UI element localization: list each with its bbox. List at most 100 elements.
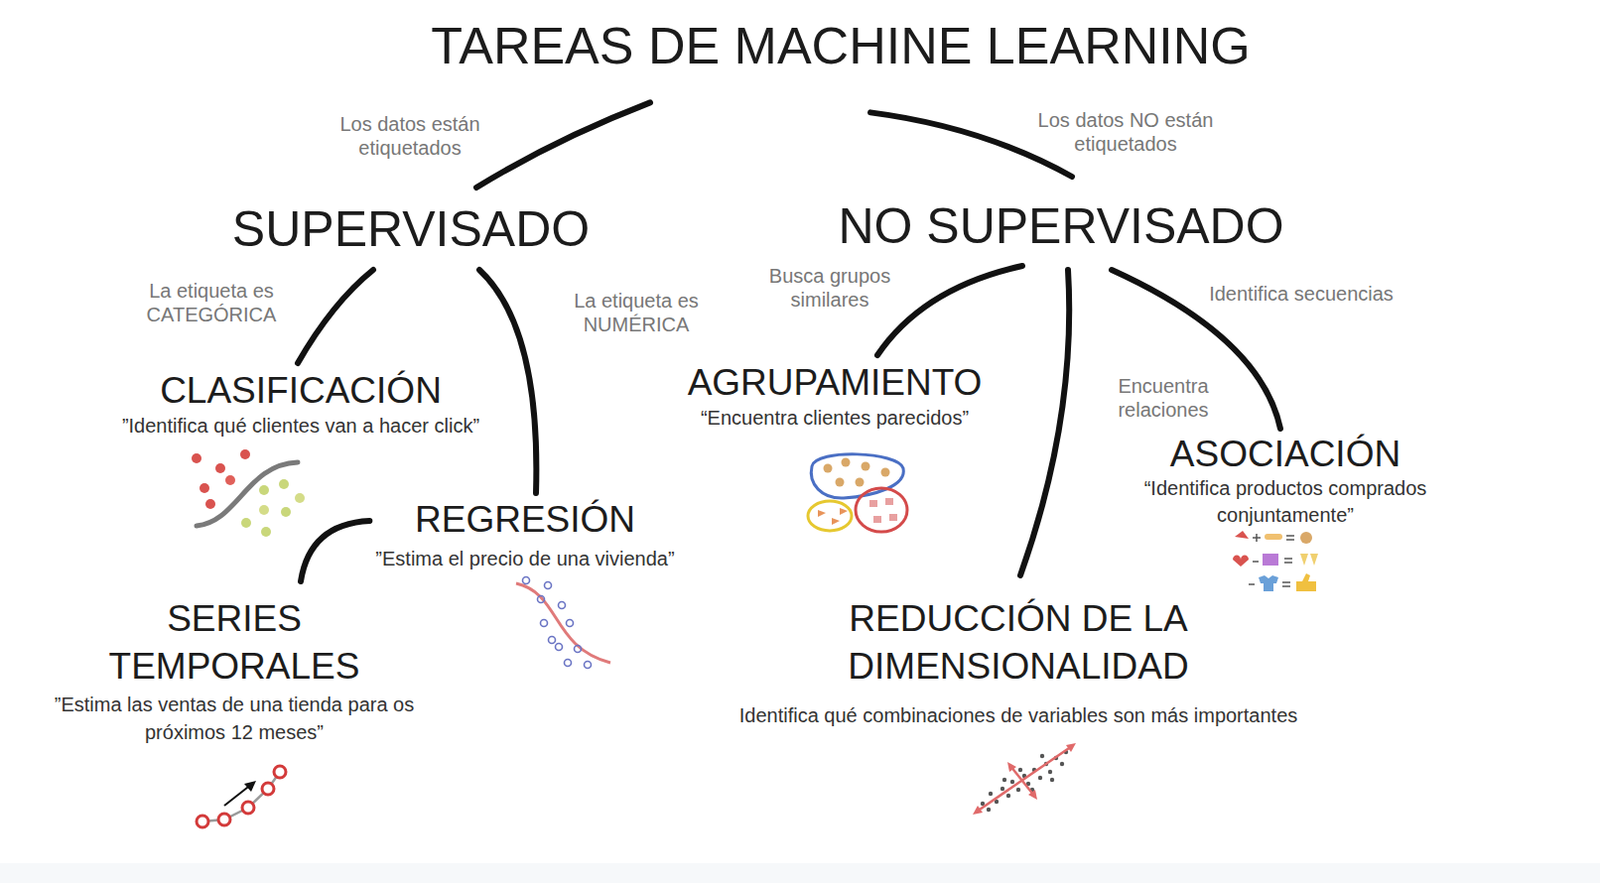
classification-icon-part	[261, 527, 271, 537]
association-icon-part	[1255, 533, 1258, 542]
task-node: REGRESIÓN”Estima el precio de una vivien…	[375, 498, 674, 573]
pca-icon	[972, 743, 1076, 815]
pca-icon-part	[1010, 766, 1035, 797]
clustering-icon-part	[823, 464, 833, 474]
root-heading: TAREAS DE MACHINE LEARNING	[430, 14, 1250, 77]
branch-line	[479, 269, 536, 494]
association-icon	[1232, 531, 1319, 592]
classification-icon-part	[215, 463, 226, 474]
association-icon-part	[1284, 557, 1293, 560]
regression-icon-part	[544, 582, 552, 590]
regression-icon-part	[558, 602, 566, 610]
branch-label: Los datos están etiquetados	[320, 112, 500, 160]
time-series-icon-part	[244, 781, 257, 793]
regression-icon-part	[555, 644, 563, 652]
branch-line	[476, 102, 651, 188]
association-icon-part	[1296, 573, 1317, 592]
pca-icon-part	[1010, 780, 1015, 785]
pca-icon-part	[1050, 778, 1055, 783]
node-heading: AGRUPAMIENTO	[687, 361, 983, 405]
association-icon-part	[1284, 561, 1293, 564]
node-heading: NO SUPERVISADO	[837, 196, 1284, 257]
classification-icon-part	[280, 507, 291, 518]
regression-icon-part	[540, 620, 548, 628]
clustering-icon-part	[861, 462, 871, 472]
pca-icon-part	[1028, 790, 1038, 800]
association-icon-part	[1258, 575, 1279, 592]
pca-icon-part	[1018, 768, 1023, 773]
association-icon-part	[1310, 553, 1319, 566]
classification-icon-part	[225, 475, 236, 486]
regression-icon-part	[516, 583, 611, 664]
association-icon-part	[1300, 553, 1309, 566]
classification-icon-part	[259, 505, 269, 516]
time-series-icon-part	[262, 783, 274, 796]
clustering-icon-part	[841, 458, 851, 468]
branch-label: Busca grupos similares	[755, 264, 905, 312]
pca-icon-part	[1007, 762, 1017, 773]
time-series-icon	[196, 766, 286, 828]
clustering-icon-part	[881, 468, 891, 478]
task-node: NO SUPERVISADO	[837, 196, 1284, 257]
classification-icon	[191, 449, 305, 537]
task-node: ASOCIACIÓN“Identifica productos comprado…	[1111, 434, 1460, 530]
pca-icon-part	[1060, 762, 1065, 767]
bottom-strip	[0, 863, 1600, 883]
association-icon-part	[1252, 560, 1259, 563]
association-icon-part	[1232, 555, 1249, 568]
classification-icon-part	[294, 493, 305, 504]
node-heading: ASOCIACIÓN	[1111, 434, 1460, 476]
node-heading: TAREAS DE MACHINE LEARNING	[430, 14, 1250, 77]
clustering-icon	[807, 454, 908, 533]
node-example: “Identifica productos comprados conjunta…	[1111, 475, 1460, 530]
classification-icon-part	[241, 518, 252, 529]
association-icon-part	[1300, 532, 1313, 544]
clustering-icon-part	[839, 508, 848, 516]
task-node: SUPERVISADO	[232, 199, 590, 260]
classification-icon-part	[191, 453, 202, 464]
branch-label: La etiqueta es NUMÉRICA	[556, 288, 716, 337]
branch-line	[1020, 269, 1069, 576]
branch-line	[300, 521, 370, 582]
node-example: Identifica qué combinaciones de variable…	[739, 702, 1299, 730]
classification-icon-part	[199, 483, 210, 494]
association-icon-part	[1286, 538, 1295, 541]
pca-icon-part	[1066, 743, 1076, 753]
regression-icon-part	[537, 596, 545, 604]
regression-icon-part	[566, 620, 574, 628]
clustering-icon-part	[807, 501, 852, 532]
clustering-icon-part	[855, 478, 865, 488]
node-example: ”Identifica qué clientes van a hacer cli…	[122, 412, 480, 440]
regression-icon-part	[584, 662, 592, 669]
task-node: AGRUPAMIENTO“Encuentra clientes parecido…	[687, 361, 983, 432]
association-icon-part	[1282, 581, 1291, 584]
clustering-icon-part	[869, 500, 878, 508]
branch-line	[877, 266, 1023, 356]
classification-icon-part	[196, 462, 298, 527]
branch-label: Identifica secuencias	[1208, 281, 1394, 306]
task-node: SERIES TEMPORALES”Estima las ventas de u…	[15, 595, 453, 747]
pca-icon-part	[986, 807, 991, 812]
pca-icon-part	[1006, 794, 1011, 799]
pca-icon-part	[988, 792, 993, 797]
time-series-icon-part	[202, 772, 280, 822]
node-heading: CLASIFICACIÓN	[122, 369, 480, 413]
regression-icon	[516, 577, 611, 669]
time-series-icon-part	[196, 815, 209, 828]
classification-icon-part	[259, 485, 269, 496]
association-icon-part	[1248, 583, 1255, 586]
association-icon-part	[1282, 585, 1291, 588]
association-icon-part	[1234, 531, 1249, 539]
node-example: ”Estima las ventas de una tienda para os…	[15, 690, 453, 747]
node-heading: REDUCCIÓN DE LA DIMENSIONALIDAD	[829, 595, 1207, 691]
branch-line	[297, 269, 374, 364]
time-series-icon-part	[218, 813, 231, 826]
regression-icon-part	[523, 577, 531, 585]
pca-icon-part	[1048, 770, 1053, 775]
clustering-icon-part	[810, 454, 904, 499]
task-node: CLASIFICACIÓN”Identifica qué clientes va…	[122, 369, 480, 440]
pca-icon-part	[1040, 754, 1045, 759]
clustering-icon-part	[873, 516, 882, 524]
association-icon-part	[1264, 533, 1283, 540]
branch-label: Encuentra relaciones	[1098, 374, 1228, 422]
